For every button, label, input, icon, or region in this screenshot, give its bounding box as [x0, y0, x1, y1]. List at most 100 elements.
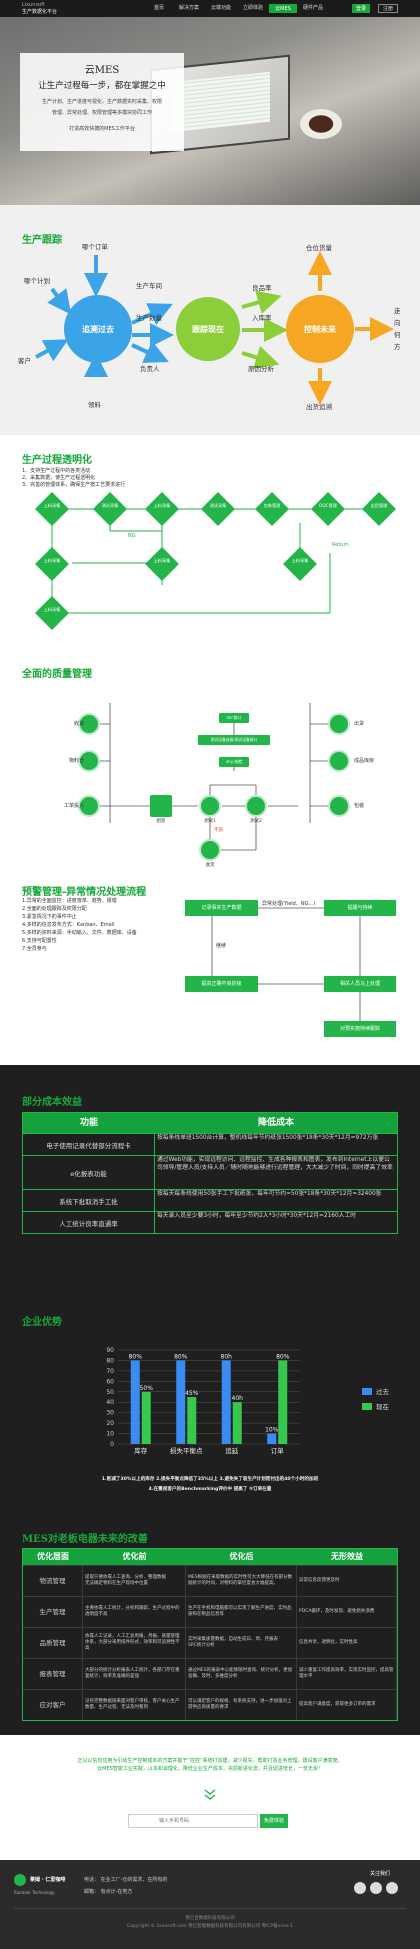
legend-label-now: 现在 — [376, 1403, 389, 1411]
compare-cell: 实时采集质量数据，自动生成日、周、月报表 SPC统计分析 — [186, 1628, 297, 1658]
flow-node-label: 上料采集 — [43, 607, 61, 612]
legend-item-now: 现在 — [362, 1401, 389, 1411]
nav-item-solutions[interactable]: 解决方案 — [178, 5, 199, 11]
nav-item-hardware[interactable]: 硬件产品 — [302, 5, 323, 11]
quality-left-node-icon — [78, 750, 100, 772]
compare-cell: PDCA循环，及时发现、避免损失浪费 — [297, 1597, 397, 1627]
compare-cell: 大部分的统计分析报表人工统计，各部门存在重复统计，效率及准确的差强 — [83, 1659, 186, 1689]
logo-en: Lixunsoft — [22, 2, 45, 8]
cost-col-savings: 降低成本 — [257, 1118, 294, 1128]
arrow-customer — [35, 339, 69, 362]
alert-item: 2.全面的处理跟踪及权限分配 — [22, 906, 87, 912]
label-customer: 客户 — [18, 357, 31, 365]
chart-bar — [176, 1360, 186, 1444]
hero-spreadsheet-screen — [170, 71, 270, 133]
nav-menu: 首页 解决方案 云端功能 立即体验 云MES 硬件产品 — [145, 4, 329, 13]
chart-data-label: 80% — [174, 1353, 188, 1360]
flow-node-label: OQC管理 — [319, 503, 337, 508]
quality-mid-node-icon — [199, 795, 221, 817]
quality-left-node-icon — [78, 795, 100, 817]
compare-cell: 应对客户 — [23, 1690, 83, 1720]
top-nav: Lixunsoft 生产数据化平台 首页 解决方案 云端功能 立即体验 云MES… — [0, 0, 420, 17]
register-button[interactable]: 注册 — [378, 4, 399, 13]
quality-right-label: 包装 — [354, 803, 365, 809]
alert-item: 5.多样的资料来源：手动输入、文件、数据库、设备 — [22, 930, 137, 936]
cost-table-row: 电子使用记录代替部分流程卡按每条线单班1500台计算，整机线每年节约纸张1500… — [23, 1133, 397, 1155]
label-cause: 原因分析 — [248, 365, 274, 373]
footer-copy-1: 莱亿合数据科技有限公司 — [185, 1916, 235, 1921]
chart-y-tick: 90 — [106, 1347, 114, 1354]
flow-return-label: Return — [332, 542, 349, 548]
compare-cell: 报表管理 — [23, 1659, 83, 1689]
phone-input[interactable] — [128, 1814, 258, 1828]
cost-table-row: 人工统计良率直通率每天录入员至少要3小时，每年至少节约2人*3小时*30天*12… — [23, 1211, 397, 1233]
cost-title: 部分成本效益 — [22, 1097, 82, 1108]
chart-y-tick: 30 — [106, 1410, 114, 1417]
flow-point-2: 2、采集数据，使生产过程透明化 — [22, 475, 96, 481]
cta-section: 正以以信息应用为引动生产控制成本的方案并基于“控控”系统打造建，减少报失，帮助打… — [0, 1735, 420, 1860]
tracking-section: 生产跟踪 哪个订单 哪个计划 客户 领 — [0, 205, 420, 435]
brand-logo[interactable]: Lixunsoft 生产数据化平台 — [22, 2, 82, 15]
free-trial-button[interactable]: 免费体验 — [260, 1814, 288, 1828]
quality-mid-label: 测试1 — [204, 819, 216, 824]
cost-table-row: e化报表功能通过Web功能，实现远程访问、远程监控、生成各种报表和图表，发布到I… — [23, 1155, 397, 1189]
chart-data-label: 50% — [140, 1385, 154, 1392]
alert-step-improve: 提高正确不良的级 — [185, 976, 258, 992]
alert-title: 预警管理-异常情况处理流程 — [22, 887, 147, 898]
alert-step-record: 记录事实生产数据 — [185, 900, 258, 916]
chart-x-tick: 库存 — [134, 1446, 148, 1455]
login-button[interactable]: 登录 — [352, 4, 371, 13]
nav-item-cloudmes[interactable]: 云MES — [269, 4, 297, 13]
arrow-plan — [47, 287, 72, 315]
cta-text-1: 正以以信息应用为引动生产控制成本的方案并基于“控控”系统打造建，减少报失，帮助打… — [77, 1758, 343, 1764]
quality-left-label: 工单投入 — [63, 803, 84, 809]
node-label-now: 跟踪现在 — [192, 325, 224, 334]
compare-cell: 提取只要依靠人工查询、分析、整理数据 无法确定物料在生产现场中位置 — [83, 1566, 186, 1596]
tracking-diagram — [35, 251, 394, 405]
quality-mid-label: 收货 — [205, 863, 215, 868]
quality-connectors — [100, 703, 328, 851]
flow-node-label: 上料采集 — [43, 558, 61, 563]
compare-cell: 依靠人工记录，人工汇总周报，月报，质量管理体系，大部分采用纸件形式，效率和可追溯… — [83, 1628, 186, 1658]
qq-icon[interactable] — [386, 1882, 398, 1894]
alert-list: 1.异常的全面监控：进度落单、趋势、报错 2.全面的处理跟踪及权限分配 3.紧急… — [22, 897, 137, 953]
tracking-title: 生产跟踪 — [22, 235, 62, 246]
wechat-icon[interactable] — [354, 1882, 366, 1894]
alert-label-continue: 继续 — [216, 943, 227, 949]
compare-cell: 可以满足客户的规格、有系统支持，进一步加强对上游供应商质量的要求 — [186, 1690, 297, 1720]
cost-col-function: 功能 — [79, 1118, 98, 1128]
compare-col-intangible: 无形效益 — [331, 1552, 363, 1561]
chart-bar — [278, 1360, 288, 1444]
label-ship-trace: 出货追溯 — [306, 403, 332, 411]
cost-rows: 电子使用记录代替部分流程卡按每条线单班1500台计算，整机线每年节约纸张1500… — [23, 1133, 397, 1233]
cost-cell-savings: 按每天每条线使用50张手工下批纸张，每年可节约=50张*18条*30天*12月=… — [157, 1191, 382, 1197]
chevron-down-icon[interactable] — [203, 1787, 217, 1801]
alert-item: 4.多样的信息发布方式：Kanban、Email — [22, 922, 115, 928]
hero-desc-line2: 管理、异常处理、权限管理等多模块协同工作 — [51, 110, 152, 116]
nav-item-cloud[interactable]: 云端功能 — [210, 5, 231, 11]
arrow-c2-rate — [241, 290, 282, 314]
quality-right-node-icon — [328, 750, 350, 772]
compare-col-area: 优化层面 — [37, 1552, 69, 1561]
label-where-next: 走向何方 — [394, 307, 401, 351]
alert-connectors — [211, 907, 361, 1021]
cost-cell-function: 系统下批取消手工批 — [23, 1190, 155, 1211]
flow-node-label: 出货管理 — [370, 503, 388, 508]
compare-col-before: 优化前 — [122, 1552, 147, 1561]
chart-y-tick: 80 — [106, 1357, 114, 1364]
nav-item-home[interactable]: 首页 — [153, 5, 164, 11]
compare-cell: MES根据在采取数据的实时性可大大降低在有部分数据统计的时间，对物料的掌控度会大… — [186, 1566, 297, 1596]
cost-cell-function: 人工统计良率直通率 — [23, 1212, 155, 1233]
nav-item-trial[interactable]: 立即体验 — [242, 5, 263, 11]
quality-top-box: SPC统计 — [219, 713, 249, 723]
compare-cell: 物流管理 — [23, 1566, 83, 1596]
footer-follow-title: 关注我们 — [370, 1871, 391, 1877]
footer-brand-en: Rambler Technology — [14, 1890, 55, 1895]
arrow-c2-reason — [241, 346, 280, 369]
weibo-icon[interactable] — [370, 1882, 382, 1894]
label-output: 生产数量 — [136, 314, 162, 322]
legend-item-past: 过去 — [362, 1386, 389, 1396]
logo-cn: 生产数据化平台 — [22, 9, 58, 15]
cost-table-header: 功能 降低成本 — [23, 1113, 397, 1133]
